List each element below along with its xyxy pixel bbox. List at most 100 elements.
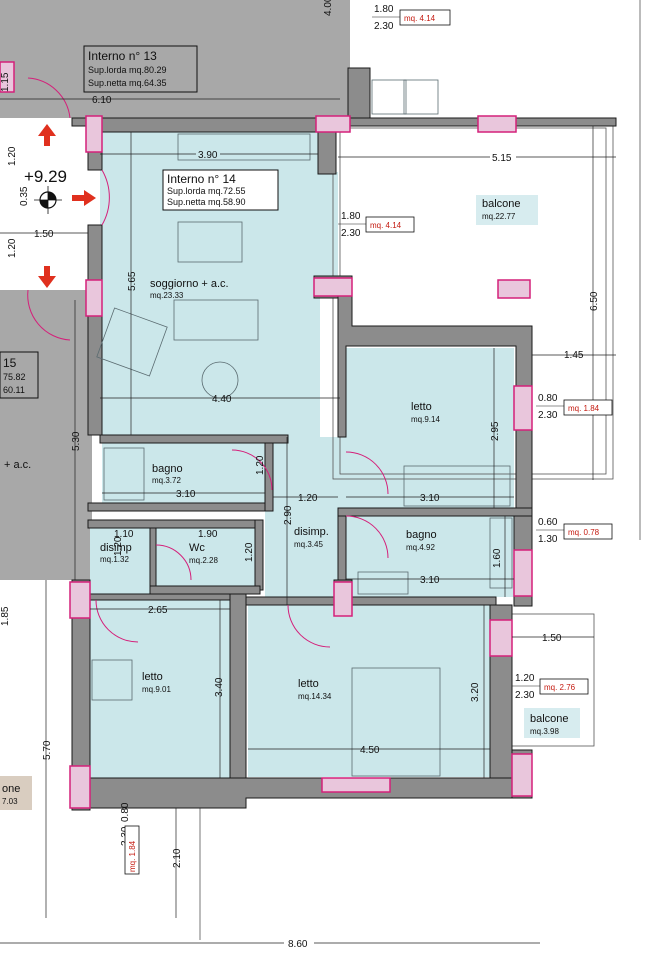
bagno-2-fill — [346, 515, 514, 597]
dim-440: 4.40 — [212, 394, 232, 405]
letto-1-area: mq.9.14 — [411, 415, 440, 424]
shower-bagno2 — [489, 517, 513, 589]
wall-letto2-top — [71, 593, 233, 601]
disimp-2-area: mq.1.32 — [100, 555, 129, 564]
unit-15-number: 15 — [3, 356, 17, 370]
level-marker: +9.29 — [24, 167, 67, 214]
unit-14-label: Interno n° 14 Sup.lorda mq.72.55 Sup.net… — [162, 169, 279, 211]
dim-390: 3.90 — [198, 150, 218, 161]
dim-120f: 1.20 — [244, 542, 255, 562]
window-bagno2 — [513, 549, 533, 597]
unit-15-netta: 60.11 — [3, 385, 25, 395]
window-letto1 — [513, 385, 533, 431]
bagno-1-name: bagno — [152, 463, 183, 475]
neighbor-areas — [0, 0, 350, 580]
wardrobe-letto2 — [91, 659, 133, 701]
disimp-1-area: mq.3.45 — [294, 540, 323, 549]
arrow-right — [72, 190, 96, 206]
door-letto1 — [345, 451, 389, 495]
window-tag-top-h2: 2.30 — [374, 21, 394, 32]
dim-120b: 1.20 — [7, 238, 18, 258]
wall-letto1-bottom — [337, 507, 533, 517]
armchair — [96, 307, 168, 377]
dim-bg-390 — [196, 148, 220, 159]
window-tag-balcony-label: mq. 4.14 — [370, 221, 402, 230]
soggiorno-area: mq.23.33 — [150, 291, 184, 300]
dim-310c: 3.10 — [420, 575, 440, 586]
bathtub-bagno1 — [103, 447, 145, 501]
dim-120e: 1.20 — [113, 536, 124, 556]
stair-arrows — [38, 124, 96, 288]
unit-14-label-box — [162, 169, 279, 211]
disimp-1-name: disimp. — [294, 526, 329, 538]
wall-bottom — [71, 777, 513, 809]
unit-15-lorda: 75.82 — [3, 372, 26, 382]
dim-290: 2.90 — [283, 505, 294, 525]
window-top-left — [85, 115, 103, 153]
window-tag-letto3-box — [539, 678, 589, 695]
window-left-mid — [85, 279, 103, 317]
wall-letto2-right — [229, 593, 247, 799]
window-tag-top-h1: 1.80 — [374, 4, 394, 15]
dim-570: 5.70 — [42, 740, 53, 760]
door-letto3 — [287, 604, 331, 648]
wall-wc-right — [254, 519, 264, 591]
dining-table — [177, 221, 243, 263]
dim-bg-515 — [490, 151, 516, 162]
dim-565: 5.65 — [127, 271, 138, 291]
kitchen-counter — [177, 133, 311, 161]
window-tag-top-box — [399, 9, 451, 26]
dim-035: 0.35 — [19, 186, 30, 206]
unit-13-label: Interno n° 13 Sup.lorda mq.80.29 Sup.net… — [83, 45, 198, 93]
letto-3-area: mq.14.34 — [298, 692, 332, 701]
soggiorno-name: soggiorno + a.c. — [150, 278, 229, 290]
unit-15-label-box — [0, 351, 39, 399]
letto-2-name: letto — [142, 671, 163, 683]
unit-14-netta: Sup.netta mq.58.90 — [167, 197, 246, 207]
doors — [27, 77, 389, 648]
dim-120c: 1.20 — [255, 455, 266, 475]
wc-fill — [155, 528, 255, 588]
window-letto2-left-bottom — [69, 765, 91, 809]
window-tag-letto3-h2: 2.30 — [515, 690, 535, 701]
dim-210: 2.10 — [172, 848, 183, 868]
dim-265: 2.65 — [148, 605, 168, 616]
wc-area: mq.2.28 — [189, 556, 218, 565]
dim-190: 1.90 — [198, 529, 218, 540]
window-tag-letto1-box — [563, 399, 613, 416]
window-tag-top: 1.80 2.30 mq. 4.14 — [372, 4, 451, 32]
arrow-down — [38, 266, 56, 288]
bed-letto1 — [403, 465, 511, 507]
letto-2-fill — [90, 600, 230, 778]
window-tags: 1.80 2.30 mq. 4.14 1.80 2.30 mq. 4.14 0.… — [120, 4, 613, 875]
dimension-lines — [0, 98, 616, 944]
neighbor-balcone-area: 7.03 — [2, 797, 18, 806]
appliance-top-1 — [371, 79, 407, 115]
letto-3-name: letto — [298, 678, 319, 690]
wall-bagno1-bottom — [87, 502, 271, 512]
level-value: +9.29 — [24, 167, 67, 186]
window-tag-letto2-box — [124, 825, 140, 875]
furniture — [91, 79, 513, 777]
window-tag-top-label: mq. 4.14 — [404, 14, 436, 23]
window-tag-bagno2-h1: 0.60 — [538, 517, 558, 528]
window-bagno2-lower — [333, 581, 353, 617]
window-tag-letto3-label: mq. 2.76 — [544, 683, 576, 692]
wall-mid-horizontal — [99, 434, 289, 444]
wall-wc-bottom — [149, 585, 261, 595]
window-top-center — [315, 115, 351, 133]
neighbor-balcone-name: one — [2, 783, 20, 795]
window-letto3-bottom — [321, 777, 391, 793]
dim-150b: 1.50 — [542, 633, 562, 644]
dim-340: 3.40 — [214, 677, 225, 697]
bagno-2-name: bagno — [406, 529, 437, 541]
wall-wc-left — [149, 527, 157, 595]
window-tag-balcony-h2: 2.30 — [341, 228, 361, 239]
letto-1-fill — [346, 348, 514, 510]
balcone-small-area: mq.3.98 — [530, 727, 559, 736]
dim-115: 1.15 — [0, 72, 11, 92]
neighbor-unit-13 — [0, 0, 350, 118]
dim-650: 6.50 — [589, 291, 600, 311]
dim-185: 1.85 — [0, 606, 11, 626]
window-tag-letto3-h1: 1.20 — [515, 673, 535, 684]
